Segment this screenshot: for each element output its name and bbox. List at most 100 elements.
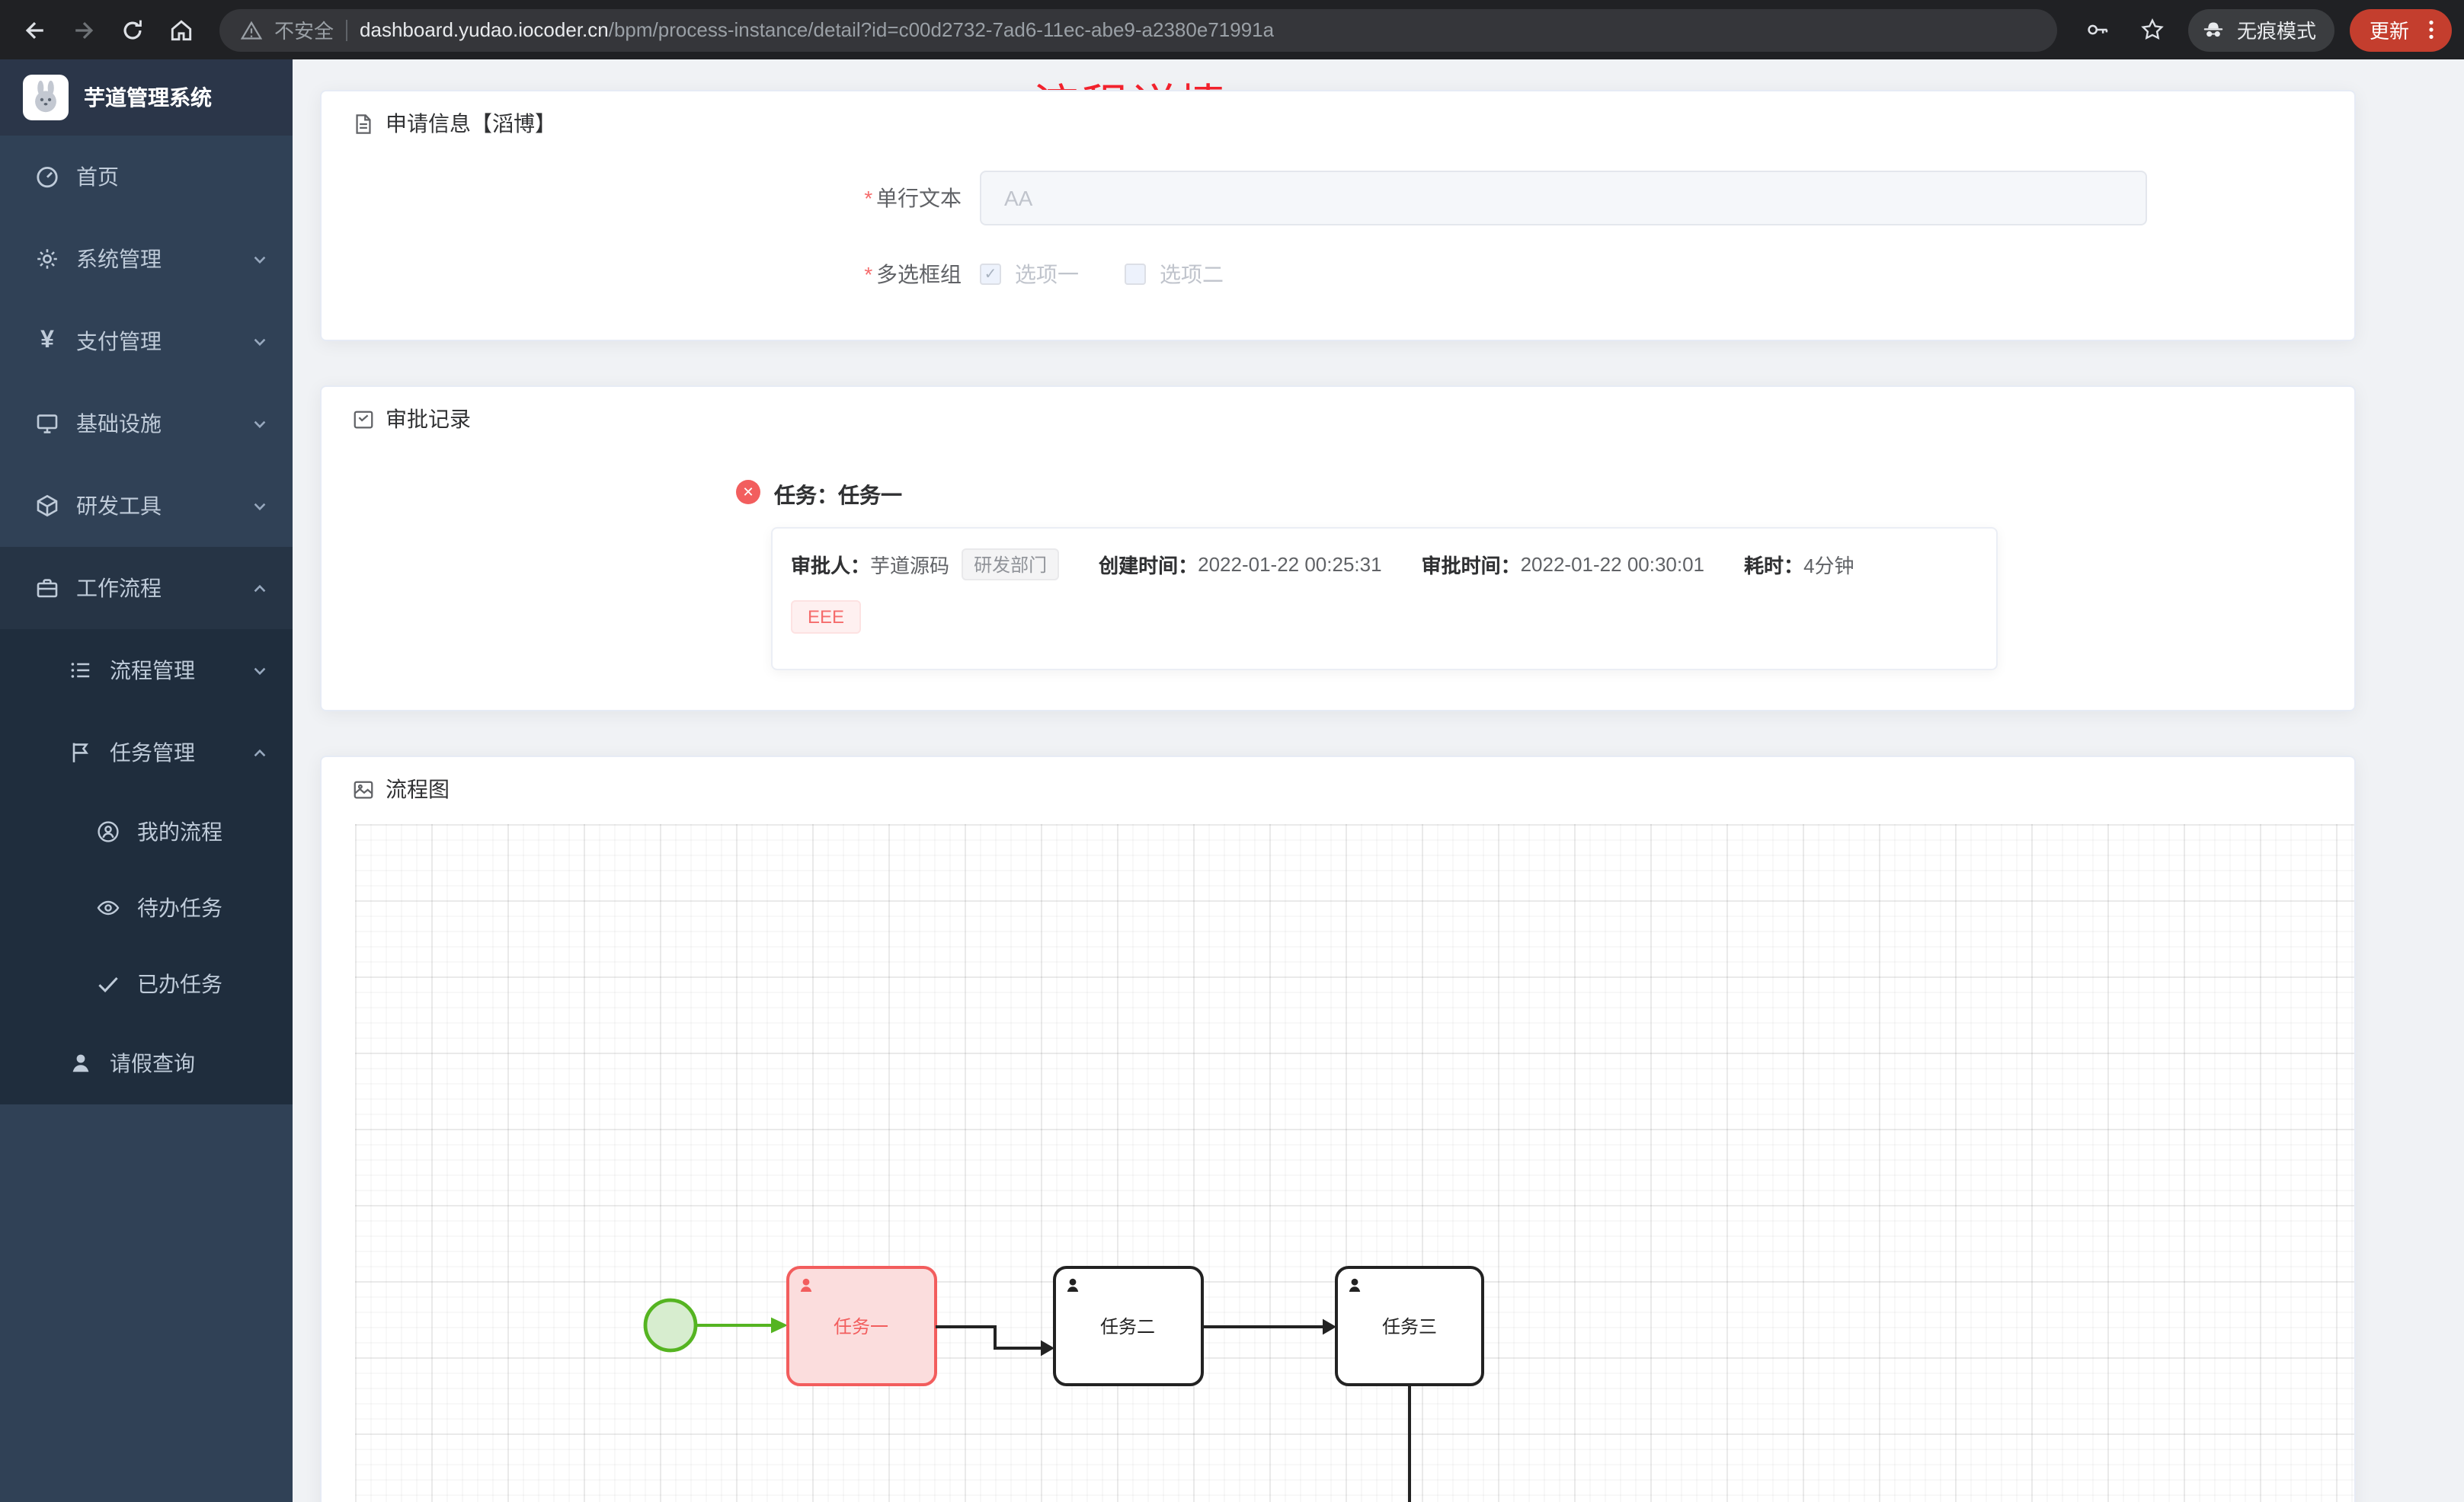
sidebar-item-payment[interactable]: ¥ 支付管理 bbox=[0, 300, 293, 382]
update-label: 更新 bbox=[2369, 20, 2409, 43]
checkbox-group: ✓ 选项一 选项二 bbox=[980, 259, 1269, 289]
app-logo-row[interactable]: 芋道管理系统 bbox=[0, 59, 293, 136]
app-logo-rabbit-icon bbox=[23, 75, 69, 120]
sidebar-item-system[interactable]: 系统管理 bbox=[0, 218, 293, 300]
sidebar-item-my-process[interactable]: 我的流程 bbox=[0, 794, 293, 870]
approver-group: 审批人： 芋道源码 研发部门 bbox=[791, 548, 1060, 580]
created-time-value: 2022-01-22 00:25:31 bbox=[1198, 553, 1382, 576]
address-bar[interactable]: 不安全 dashboard.yudao.iocoder.cn/bpm/proce… bbox=[219, 8, 2057, 51]
address-divider bbox=[346, 19, 348, 40]
incognito-badge: 无痕模式 bbox=[2187, 8, 2334, 51]
checkbox-option-label: 选项二 bbox=[1160, 262, 1224, 286]
picture-icon bbox=[354, 780, 373, 798]
record-icon bbox=[354, 410, 373, 428]
chevron-down-icon bbox=[251, 251, 268, 267]
security-label: 不安全 bbox=[274, 20, 334, 43]
key-icon bbox=[2088, 24, 2109, 35]
sidebar-item-infrastructure[interactable]: 基础设施 bbox=[0, 382, 293, 465]
incognito-spy-icon bbox=[2203, 22, 2223, 37]
forward-button[interactable] bbox=[61, 7, 107, 53]
process-diagram-card-title: 流程图 bbox=[386, 777, 450, 801]
approved-time-value: 2022-01-22 00:30:01 bbox=[1520, 553, 1705, 576]
chevron-up-icon bbox=[251, 744, 268, 761]
list-icon bbox=[67, 657, 94, 684]
sidebar-item-process-management[interactable]: 流程管理 bbox=[0, 629, 293, 711]
svg-text:任务三: 任务三 bbox=[1382, 1317, 1437, 1337]
apply-info-card-header: 申请信息【滔博】 bbox=[322, 91, 2354, 155]
created-time-label: 创建时间： bbox=[1099, 554, 1198, 577]
person-icon bbox=[67, 1050, 94, 1077]
single-line-text-input[interactable] bbox=[980, 171, 2147, 225]
document-icon bbox=[356, 113, 371, 133]
update-button[interactable]: 更新 bbox=[2349, 8, 2452, 51]
apply-info-card: 申请信息【滔博】 *单行文本 *多选框组 ✓ 选项一 bbox=[320, 90, 2356, 341]
bpmn-task-1[interactable]: 任务一 bbox=[786, 1266, 937, 1386]
sidebar-item-label: 研发工具 bbox=[76, 494, 162, 518]
sidebar-item-done-tasks[interactable]: 已办任务 bbox=[0, 946, 293, 1022]
gear-icon bbox=[34, 245, 61, 273]
sidebar-item-leave-query[interactable]: 请假查询 bbox=[0, 1022, 293, 1104]
text-field-label: *单行文本 bbox=[863, 186, 962, 210]
star-icon bbox=[2142, 18, 2165, 40]
approval-comment-tag: EEE bbox=[791, 600, 862, 634]
svg-text:任务一: 任务一 bbox=[834, 1317, 888, 1337]
approval-meta-row: 审批人： 芋道源码 研发部门 创建时间： 2022-01-22 00:25:31… bbox=[791, 548, 1978, 580]
chevron-down-icon bbox=[251, 333, 268, 350]
approved-time-group: 审批时间： 2022-01-22 00:30:01 bbox=[1422, 550, 1704, 579]
approval-record-card: 审批记录 ✕ 任务：任务一 审批人： 芋道源码 研发部门 创建时间： 2022-… bbox=[320, 385, 2356, 711]
sidebar-item-task-management[interactable]: 任务管理 bbox=[0, 711, 293, 794]
checkbox-checked-icon: ✓ bbox=[980, 264, 1001, 285]
sidebar-item-workflow[interactable]: 工作流程 bbox=[0, 547, 293, 629]
kebab-menu-icon bbox=[2429, 21, 2434, 39]
sidebar-item-label: 待办任务 bbox=[137, 896, 222, 920]
process-diagram-card-header: 流程图 bbox=[322, 757, 2354, 821]
sidebar-item-label: 流程管理 bbox=[110, 658, 195, 682]
home-button[interactable] bbox=[158, 7, 204, 53]
check-icon bbox=[94, 970, 122, 998]
approval-record-card-title: 审批记录 bbox=[386, 407, 471, 431]
sidebar-item-label: 已办任务 bbox=[137, 972, 222, 996]
checkbox-group-row: *多选框组 ✓ 选项一 选项二 bbox=[322, 259, 2354, 289]
required-asterisk: * bbox=[863, 186, 872, 210]
bookmark-star-button[interactable] bbox=[2133, 10, 2173, 50]
svg-text:任务二: 任务二 bbox=[1100, 1317, 1155, 1337]
duration-group: 耗时： 4分钟 bbox=[1744, 550, 1854, 579]
sidebar-item-label: 系统管理 bbox=[76, 247, 162, 271]
sidebar-item-label: 首页 bbox=[76, 165, 119, 189]
sidebar-item-label: 我的流程 bbox=[137, 820, 222, 844]
sidebar-item-todo-tasks[interactable]: 待办任务 bbox=[0, 870, 293, 946]
bpmn-arrowhead bbox=[1323, 1318, 1336, 1335]
eye-icon bbox=[94, 894, 122, 922]
checkbox-option-2[interactable]: 选项二 bbox=[1125, 259, 1224, 289]
bpmn-canvas[interactable]: 任务一 任务二 bbox=[355, 824, 2354, 1502]
dashboard-icon bbox=[34, 163, 61, 190]
apply-info-card-title: 申请信息【滔博】 bbox=[386, 111, 556, 136]
checkbox-option-1[interactable]: ✓ 选项一 bbox=[980, 259, 1079, 289]
sidebar-item-label: 工作流程 bbox=[76, 576, 162, 600]
incognito-label: 无痕模式 bbox=[2236, 20, 2316, 43]
main-content: 流程详情 申请信息【滔博】 *单行文本 *多选框组 ✓ 选项一 bbox=[293, 59, 2464, 1502]
reload-button[interactable] bbox=[110, 7, 155, 53]
sidebar-item-home[interactable]: 首页 bbox=[0, 136, 293, 218]
text-field-row: *单行文本 bbox=[322, 171, 2354, 225]
yen-icon: ¥ bbox=[40, 328, 54, 353]
rejected-status-icon: ✕ bbox=[736, 480, 760, 504]
bpmn-arrowhead bbox=[771, 1317, 788, 1334]
back-button[interactable] bbox=[12, 7, 58, 53]
approval-record-card-header: 审批记录 bbox=[322, 387, 2354, 451]
approval-task-title: 任务：任务一 bbox=[774, 483, 902, 507]
bpmn-start-event[interactable] bbox=[643, 1298, 698, 1353]
password-key-button[interactable] bbox=[2078, 10, 2118, 50]
sidebar-item-label: 支付管理 bbox=[76, 329, 162, 353]
person-circle-icon bbox=[94, 818, 122, 845]
bpmn-arrowhead bbox=[1041, 1340, 1054, 1357]
sidebar-item-devtools[interactable]: 研发工具 bbox=[0, 465, 293, 547]
toolbar-right: 无痕模式 更新 bbox=[2078, 8, 2452, 51]
bpmn-task-3[interactable]: 任务三 bbox=[1335, 1266, 1484, 1386]
flag-icon bbox=[67, 739, 94, 766]
app-title: 芋道管理系统 bbox=[84, 85, 212, 110]
briefcase-icon bbox=[34, 574, 61, 602]
bpmn-task-2[interactable]: 任务二 bbox=[1053, 1266, 1204, 1386]
bpmn-flow-task1-task2 bbox=[936, 1325, 1041, 1350]
required-asterisk: * bbox=[863, 262, 872, 286]
